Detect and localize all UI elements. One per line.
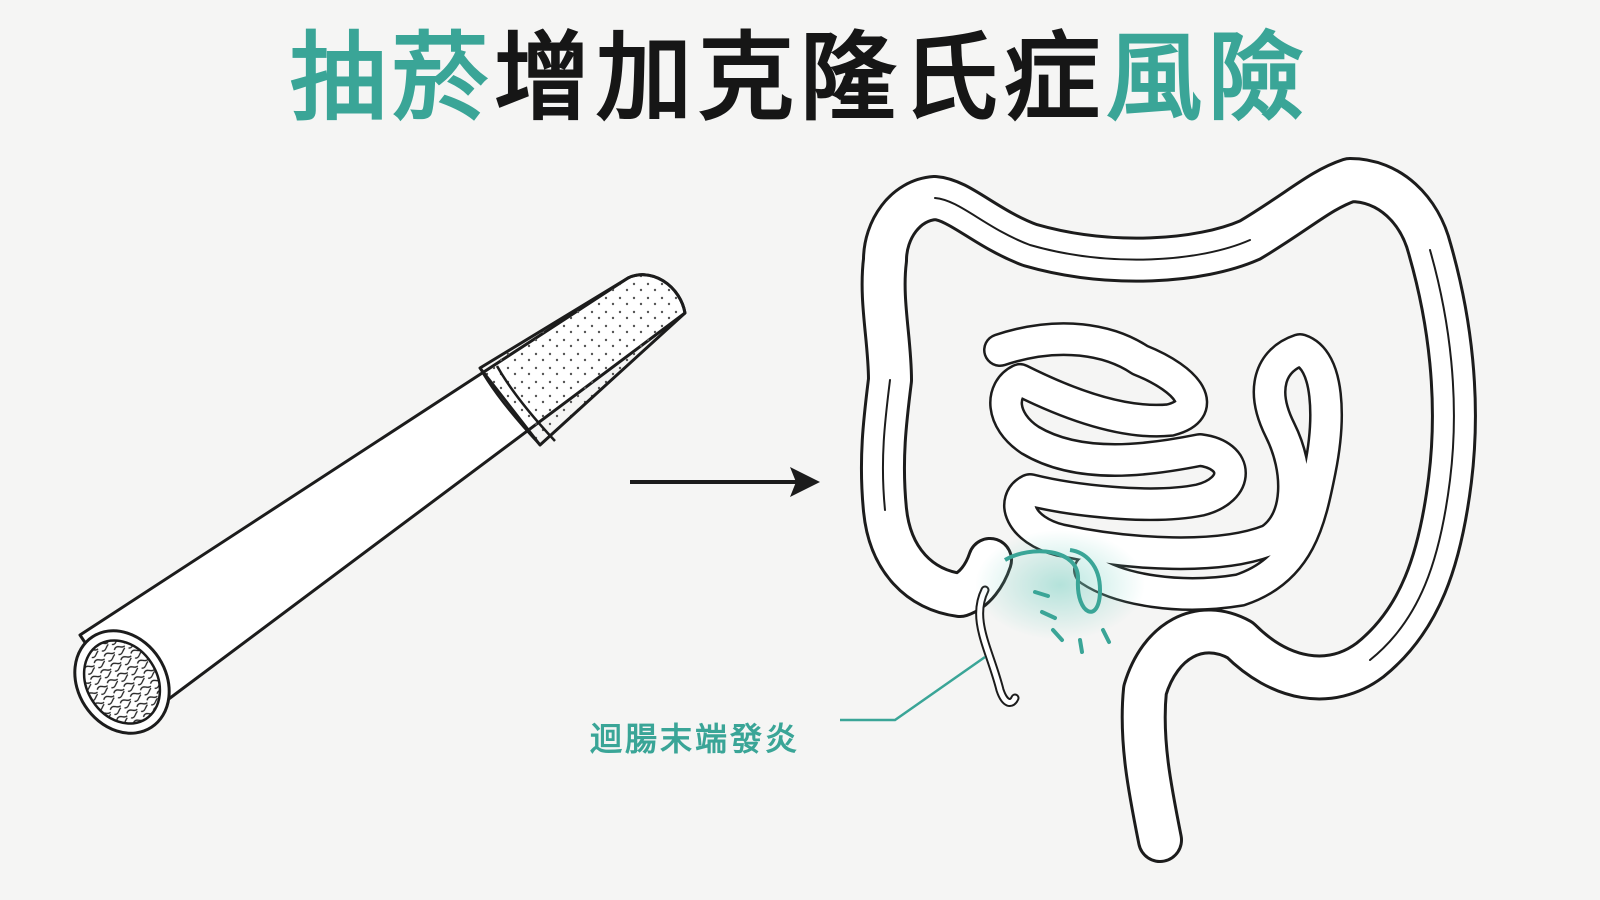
arrow-right-icon: [630, 467, 820, 497]
title-smoking: 抽菸: [290, 22, 494, 134]
cigarette-icon: [73, 273, 687, 735]
callout-leader: [840, 655, 986, 722]
colon-taenia: [881, 197, 1455, 661]
filter-band: [478, 365, 556, 446]
tobacco-end: [82, 639, 162, 725]
terminal-ileum-highlight: [975, 530, 1145, 654]
title-increases-crohns: 增加克隆氏症: [494, 22, 1106, 134]
callout-label: 迴腸末端發炎: [590, 720, 801, 758]
terminal-ileum: [1003, 548, 1103, 614]
page-title: 抽菸增加克隆氏症風險: [0, 18, 1600, 138]
intestines-icon: [859, 157, 1477, 863]
cigarette-filter: [478, 273, 687, 447]
inflammation-marks: [1033, 590, 1111, 654]
title-risk: 風險: [1106, 22, 1310, 134]
